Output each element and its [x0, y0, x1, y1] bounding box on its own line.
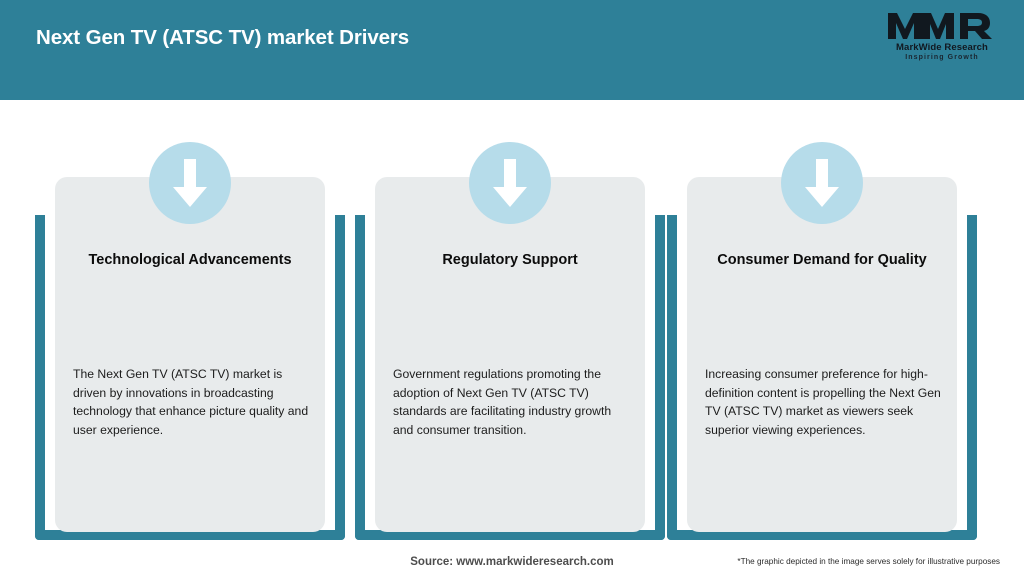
card-panel: Consumer Demand for Quality Increasing c… [687, 177, 957, 532]
arrow-down-glyph [805, 159, 839, 207]
page-title: Next Gen TV (ATSC TV) market Drivers [36, 26, 410, 49]
arrow-down-glyph [493, 159, 527, 207]
source-note: Source: www.markwideresearch.com [410, 556, 614, 568]
card-accent-frame [35, 215, 345, 540]
mwr-logo-icon [888, 13, 992, 39]
card-description: The Next Gen TV (ATSC TV) market is driv… [73, 367, 309, 437]
card-title: Consumer Demand for Quality [717, 252, 927, 268]
header-bar: Next Gen TV (ATSC TV) market Drivers Mar… [0, 0, 1024, 100]
card-title: Regulatory Support [442, 252, 578, 268]
arrow-down-icon [149, 142, 231, 224]
arrow-down-icon [469, 142, 551, 224]
card-title: Technological Advancements [88, 252, 292, 268]
driver-card: Consumer Demand for Quality Increasing c… [667, 142, 977, 540]
arrow-down-icon [781, 142, 863, 224]
driver-card: Regulatory Support Government regulation… [355, 142, 665, 540]
disclaimer-note: *The graphic depicted in the image serve… [737, 557, 1000, 566]
logo-company-name: MarkWide Research [896, 42, 988, 53]
logo-tagline: Inspiring Growth [905, 54, 979, 61]
card-description: Increasing consumer preference for high-… [705, 367, 941, 437]
arrow-down-glyph [173, 159, 207, 207]
card-panel: Regulatory Support Government regulation… [375, 177, 645, 532]
card-accent-frame [667, 215, 977, 540]
company-logo: MarkWide Research Inspiring Growth [878, 9, 1006, 71]
card-description: Government regulations promoting the ado… [393, 367, 612, 437]
card-accent-frame [355, 215, 665, 540]
driver-card: Technological Advancements The Next Gen … [35, 142, 345, 540]
card-panel: Technological Advancements The Next Gen … [55, 177, 325, 532]
